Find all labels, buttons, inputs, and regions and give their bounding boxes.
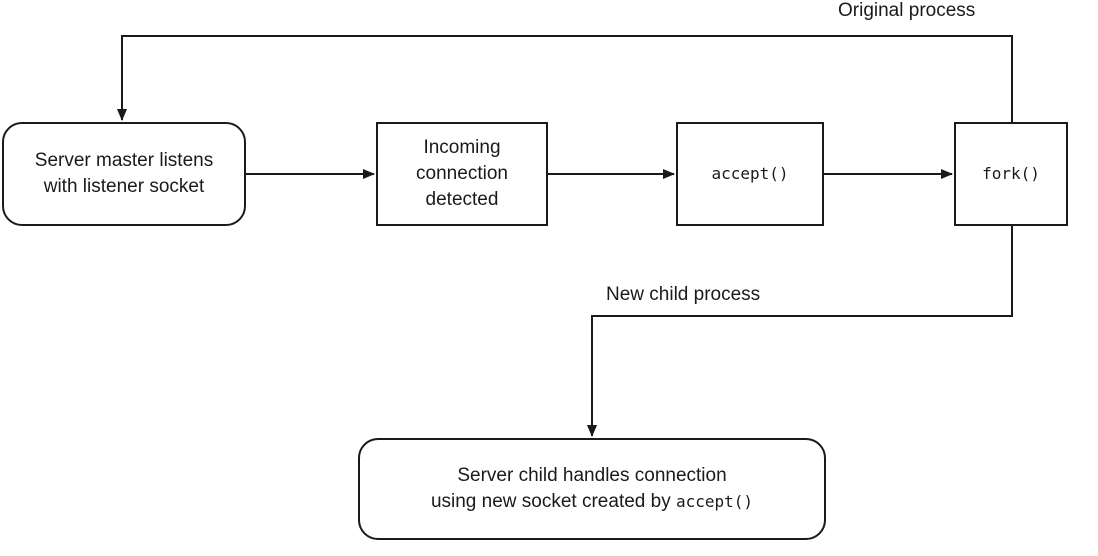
original-process-label: Original process	[838, 0, 976, 21]
server-master-node: Server master listens with listener sock…	[2, 122, 246, 226]
server-child-line1: Server child handles connection	[457, 465, 727, 486]
server-child-line2-code: accept()	[675, 492, 754, 511]
incoming-line3: detected	[425, 189, 499, 210]
accept-label: accept()	[711, 164, 789, 183]
server-master-line1: Server master listens	[34, 150, 214, 171]
incoming-line2: connection	[416, 163, 508, 184]
new-child-process-label: New child process	[606, 284, 761, 305]
server-master-line2: with listener socket	[43, 176, 205, 197]
fork-label: fork()	[982, 164, 1040, 183]
incoming-connection-node: Incoming connection detected	[376, 122, 548, 226]
server-child-node: Server child handles connection using ne…	[358, 438, 826, 540]
incoming-line1: Incoming	[423, 137, 501, 158]
server-child-line2: using new socket created by accept()	[431, 489, 753, 515]
fork-node: fork()	[954, 122, 1068, 226]
accept-node: accept()	[676, 122, 824, 226]
arrow-fork-to-child-new-process	[587, 226, 1013, 437]
server-child-line2-text: using new socket created by	[430, 491, 676, 512]
arrow-fork-to-listen-original-process	[117, 35, 1013, 122]
